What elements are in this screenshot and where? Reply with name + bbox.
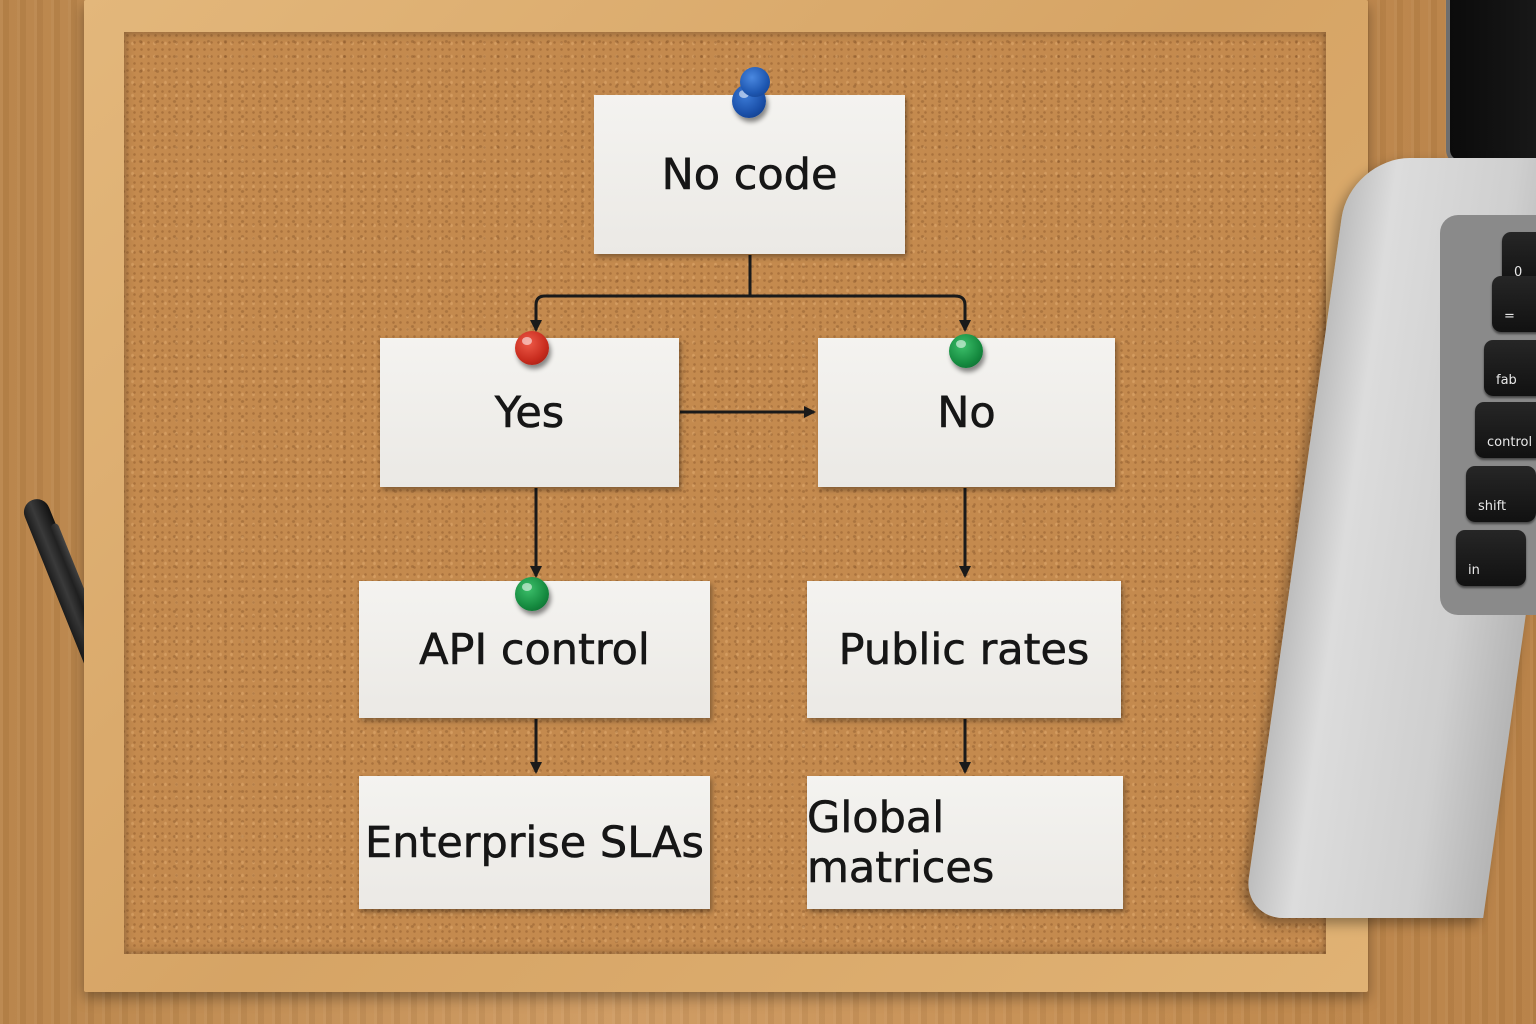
connector-root-yes: [530, 255, 752, 332]
laptop-key: =: [1492, 276, 1536, 332]
node-no-label: No: [937, 387, 996, 438]
node-enterprise-slas-label: Enterprise SLAs: [365, 817, 705, 868]
pushpin-green: [515, 577, 549, 611]
pushpin-green: [949, 334, 983, 368]
node-no-code-label: No code: [661, 149, 838, 200]
node-yes-label: Yes: [494, 387, 565, 438]
node-no-code: No code: [594, 95, 905, 254]
node-public-rates: Public rates: [807, 581, 1121, 718]
laptop-key: in: [1456, 530, 1526, 586]
node-api-control-label: API control: [419, 624, 650, 675]
node-global-matrices-label: Global matrices: [807, 792, 995, 893]
node-public-rates-label: Public rates: [838, 624, 1090, 675]
laptop-key: fab: [1484, 340, 1536, 396]
node-global-matrices: Global matrices: [807, 776, 1123, 909]
laptop-screen: [1446, 0, 1536, 164]
node-enterprise-slas: Enterprise SLAs: [359, 776, 710, 909]
laptop-key: shift: [1466, 466, 1536, 522]
laptop-key: control: [1475, 402, 1536, 458]
pushpin-red: [515, 331, 549, 365]
pushpin-blue-head: [740, 67, 770, 97]
connector-root-no: [750, 294, 971, 332]
